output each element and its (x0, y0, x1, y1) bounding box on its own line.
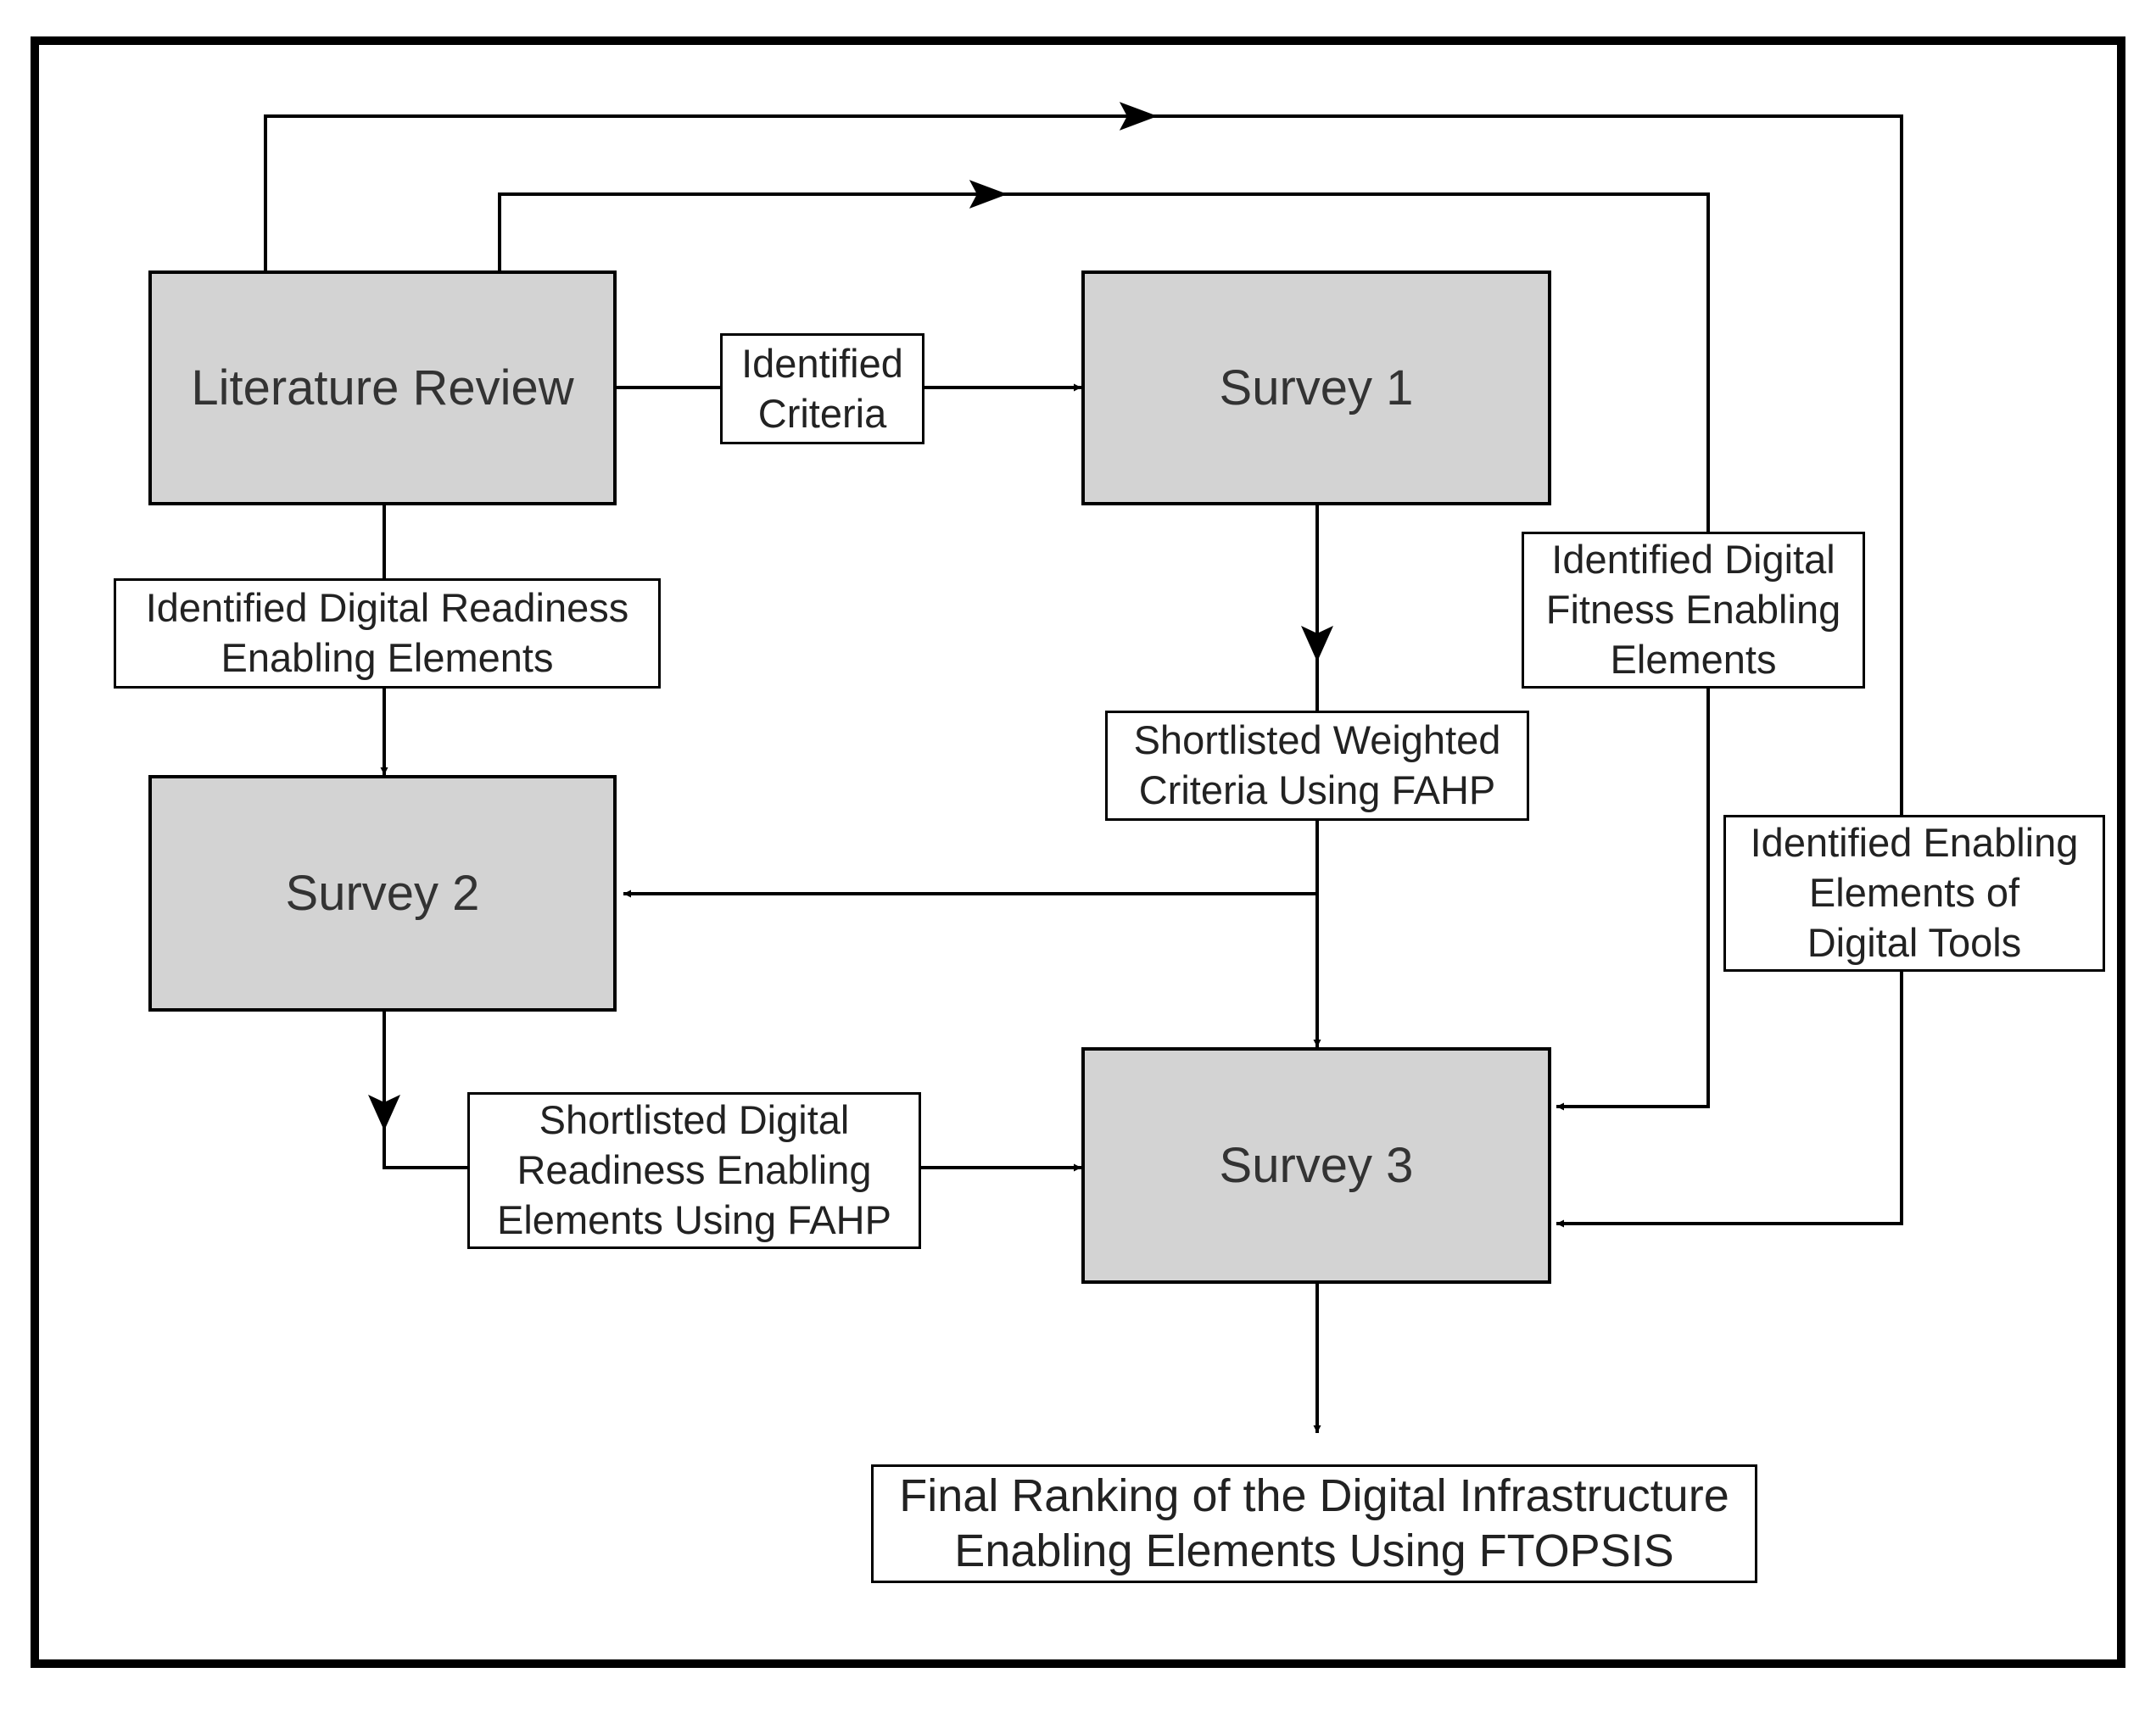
diagram-frame (31, 36, 2125, 1668)
edge-lit-tools-loop (264, 114, 1903, 1228)
label-final-ranking: Final Ranking of the Digital Infrastruct… (871, 1464, 1757, 1583)
label-shortlisted-readiness: Shortlisted Digital Readiness Enabling E… (467, 1092, 921, 1249)
label-shortlisted-weighted: Shortlisted Weighted Criteria Using FAHP (1105, 711, 1529, 821)
mid-arrow-survey1-down (1300, 625, 1334, 662)
node-survey-1: Survey 1 (1081, 270, 1551, 505)
node-survey-2: Survey 2 (148, 775, 617, 1012)
node-literature-review: Literature Review (148, 270, 617, 505)
label-identified-criteria: Identified Criteria (720, 333, 924, 444)
mid-arrow-survey2-down (367, 1094, 401, 1131)
mid-arrow-outer-loop (1119, 102, 1158, 131)
label-digital-tools: Identified Enabling Elements of Digital … (1723, 815, 2105, 972)
mid-arrow-inner-loop (969, 180, 1008, 209)
label-digital-fitness: Identified Digital Fitness Enabling Elem… (1522, 532, 1865, 689)
node-survey-3: Survey 3 (1081, 1047, 1551, 1284)
label-digital-readiness: Identified Digital Readiness Enabling El… (114, 578, 661, 689)
edge-lit-fitness-loop (498, 192, 1710, 1111)
